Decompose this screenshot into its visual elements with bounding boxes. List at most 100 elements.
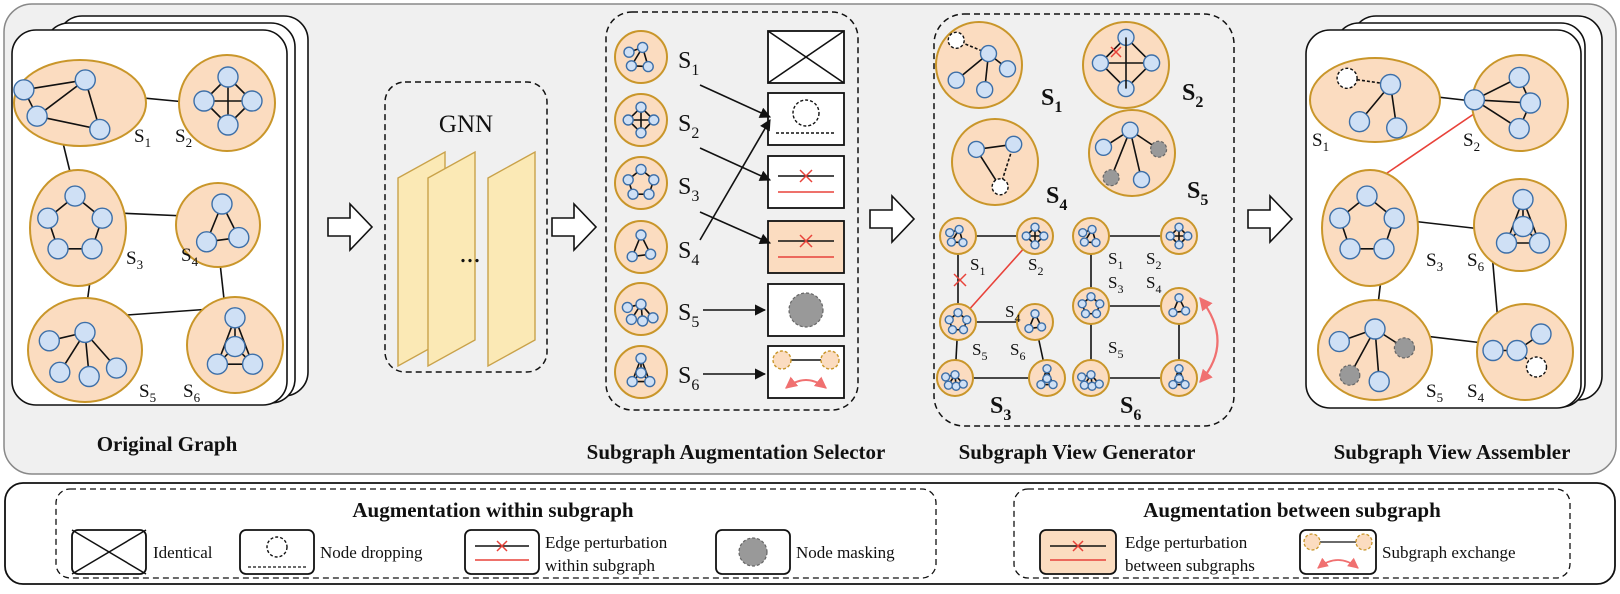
subgraph-label-sub: 6 xyxy=(194,390,201,405)
graph-node xyxy=(241,353,264,375)
graph-node xyxy=(1528,232,1551,254)
subgraph-label-sub: 6 xyxy=(1019,349,1025,363)
graph-node xyxy=(1168,307,1178,318)
dropped-node xyxy=(266,536,288,558)
subgraph xyxy=(37,185,113,260)
graph-node xyxy=(1042,363,1052,374)
graph-node xyxy=(1385,117,1408,139)
subgraph xyxy=(1076,370,1104,391)
graph-node xyxy=(1183,231,1193,241)
graph-node xyxy=(1091,237,1101,248)
generator-box xyxy=(933,13,1235,427)
graph-node xyxy=(943,380,954,390)
dropped-node xyxy=(1336,67,1358,90)
graph-node xyxy=(195,231,218,253)
legend-icons xyxy=(71,529,1377,575)
perturb-cross xyxy=(1072,540,1084,552)
graph-node xyxy=(1495,232,1518,254)
graph-node xyxy=(1519,92,1542,114)
graph-node xyxy=(89,118,111,141)
generator-title: Subgraph View Generator xyxy=(959,440,1196,464)
subgraph xyxy=(1482,323,1552,378)
legend-edge-within-1: Edge perturbation xyxy=(545,533,668,552)
graph-node xyxy=(945,227,955,238)
subgraph xyxy=(621,298,659,327)
subgraph xyxy=(1036,363,1058,390)
subgraph-label-sub: 4 xyxy=(192,254,199,269)
graph-node xyxy=(1078,227,1088,238)
graph-node xyxy=(1080,309,1091,319)
graph-node xyxy=(635,127,647,139)
exchange-arrow xyxy=(1199,296,1219,383)
masked-node xyxy=(1149,140,1168,158)
exchange-arrow xyxy=(785,376,827,389)
dropped-node xyxy=(792,99,820,127)
graph-node xyxy=(91,207,113,229)
graph-node xyxy=(998,60,1017,78)
subgraph-label-sub: 3 xyxy=(1437,259,1444,274)
graph-node xyxy=(1079,237,1090,247)
graph-node xyxy=(1086,291,1096,302)
subgraph-label-sub: 4 xyxy=(1478,390,1485,405)
graph-node xyxy=(958,237,968,248)
subgraph-label-sub: 1 xyxy=(1323,139,1330,154)
subgraph xyxy=(195,193,250,253)
graph-node xyxy=(211,193,233,215)
subgraph xyxy=(947,31,1017,99)
graph-node xyxy=(1508,117,1530,140)
graph-node xyxy=(635,298,647,310)
legend-subgraph-exchange: Subgraph exchange xyxy=(1382,543,1516,562)
graph-node xyxy=(13,79,35,101)
graph-node xyxy=(1079,380,1090,390)
masked-node xyxy=(1102,169,1120,187)
graph-node xyxy=(74,321,96,344)
graph-node xyxy=(1165,231,1175,241)
graph-node xyxy=(621,301,634,314)
exchange-node xyxy=(1303,533,1321,551)
graph-edge xyxy=(71,529,147,575)
graph-node xyxy=(954,224,964,235)
graph-node xyxy=(1512,188,1534,211)
legend-node-masking: Node masking xyxy=(796,543,895,562)
graph-node xyxy=(947,71,965,89)
graph-node xyxy=(1348,110,1371,133)
dropped-node xyxy=(1525,356,1548,378)
graph-node xyxy=(625,60,638,72)
subgraph xyxy=(622,163,660,200)
graph-node xyxy=(1142,54,1161,72)
subgraph xyxy=(945,224,968,248)
graph-node xyxy=(1174,240,1184,250)
dropped-node xyxy=(991,178,1009,196)
graph-node xyxy=(74,69,96,91)
graph-node xyxy=(1094,138,1113,157)
subgraph-label-sub: 3 xyxy=(137,257,144,272)
graph-node xyxy=(976,80,994,99)
legend-identical: Identical xyxy=(153,543,213,562)
mapping-arrow xyxy=(699,119,771,241)
subgraph-label-sub: 2 xyxy=(1474,139,1481,154)
graph-node xyxy=(958,325,969,335)
subgraph xyxy=(1077,291,1105,319)
legend-edge-within-icon xyxy=(464,529,540,575)
graph-node xyxy=(635,163,647,176)
graph-node xyxy=(636,315,649,327)
dropped-node xyxy=(947,31,965,49)
subgraph-label-sub: 1 xyxy=(691,62,699,79)
graph-node xyxy=(647,312,659,324)
legend-node-dropping: Node dropping xyxy=(320,543,423,562)
graph-node xyxy=(1364,318,1386,340)
graph-node xyxy=(967,140,985,159)
subgraph-label-sub: 2 xyxy=(1155,258,1161,272)
graph-node xyxy=(636,41,649,54)
graph-node xyxy=(1328,330,1351,353)
gnn-ellipsis: ... xyxy=(460,238,481,269)
graph-node xyxy=(644,375,656,388)
graph-node xyxy=(944,315,954,325)
graph-node xyxy=(1180,379,1190,390)
graph-node xyxy=(979,44,998,63)
legend-between-title: Augmentation between subgraph xyxy=(1143,498,1441,522)
subgraph xyxy=(944,307,972,335)
